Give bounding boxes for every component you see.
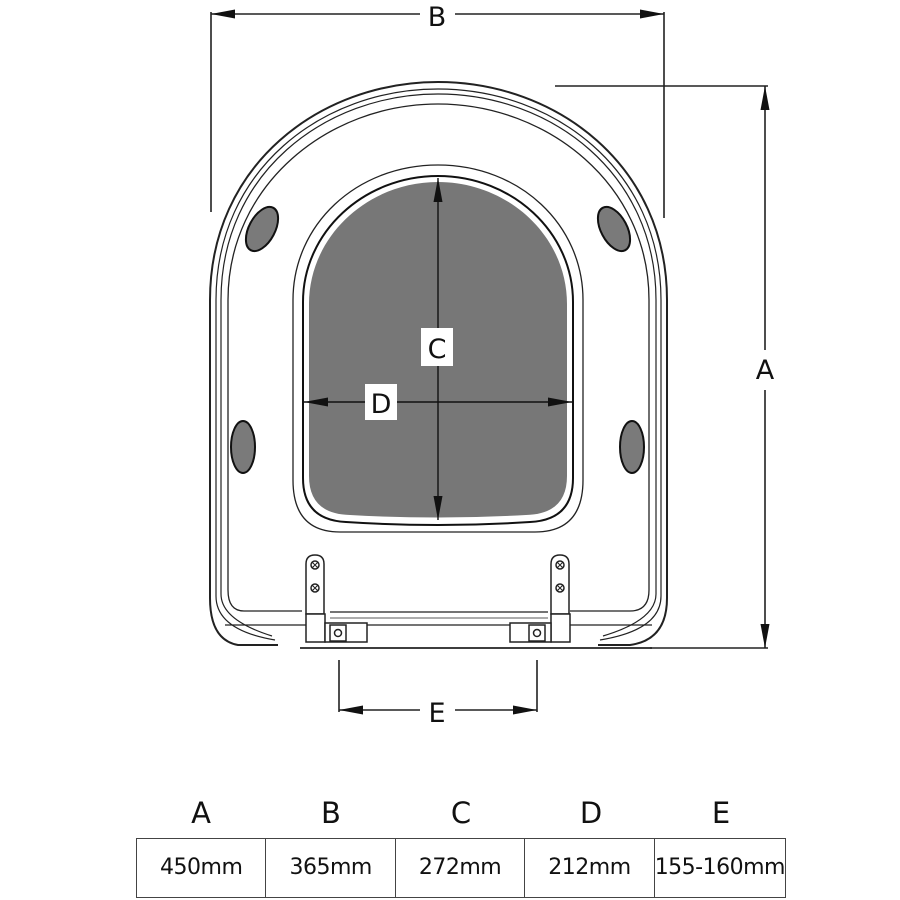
dimension-label-e: E (428, 698, 445, 729)
table-header-c: C (450, 796, 472, 830)
table-header-row: A B C D E (136, 788, 786, 838)
dimension-label-c: C (428, 334, 447, 365)
table-value-e: 155-160mm (654, 855, 786, 880)
table-header-d: D (579, 796, 603, 830)
dimension-label-a: A (756, 355, 775, 386)
label-box-c (421, 328, 453, 366)
bumper-bottom-right (619, 420, 645, 474)
dimension-label-b: B (428, 2, 447, 33)
bumper-bottom-left (230, 420, 256, 474)
table-header-a: A (191, 796, 211, 830)
dimension-b (210, 9, 665, 218)
dimension-label-d: D (371, 389, 392, 420)
dimension-e (338, 660, 538, 715)
seat-dimension-drawing: B A C D (209, 2, 775, 729)
dimension-a (555, 85, 770, 649)
seat-bumpers (230, 205, 645, 474)
table-header-b: B (321, 796, 341, 830)
hinge-left (305, 554, 368, 643)
seat-outline (209, 80, 668, 649)
label-box-d (365, 384, 397, 420)
table-value-b: 365mm (266, 839, 396, 897)
table-header-e: E (711, 796, 731, 830)
table-value-c: 272mm (396, 839, 526, 897)
bumper-top-left (244, 205, 280, 253)
hinge-right (509, 554, 571, 643)
bumper-top-right (596, 205, 632, 253)
dimension-table: A B C D E 450mm 365mm 272mm 212mm 155-16… (136, 788, 786, 898)
table-row: 450mm 365mm 272mm 212mm 155-160mm (136, 838, 786, 898)
table-value-d: 212mm (525, 839, 655, 897)
table-value-a: 450mm (137, 839, 267, 897)
